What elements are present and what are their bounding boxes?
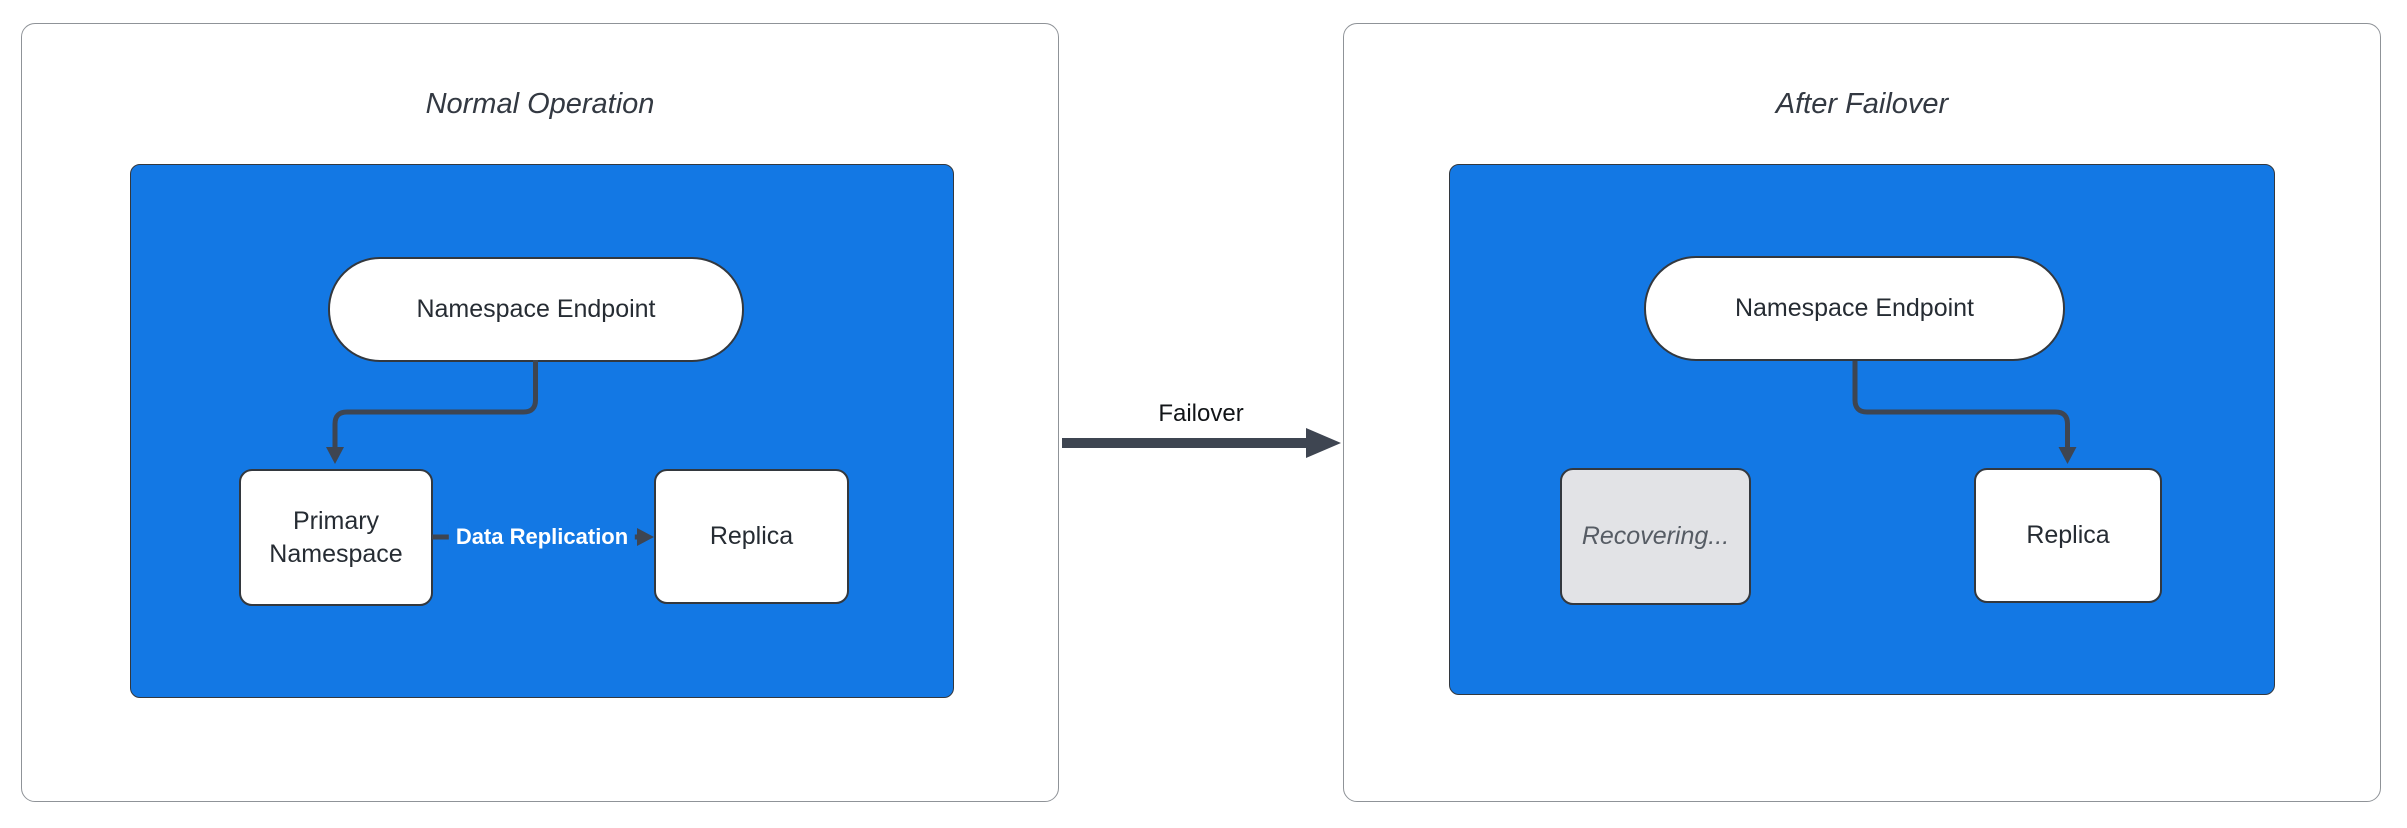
node-replica-label: Replica — [2026, 521, 2110, 549]
node-replica: Replica — [654, 469, 849, 604]
node-namespace-endpoint-label: Namespace Endpoint — [1734, 294, 1975, 322]
node-primary-namespace: Primary Namespace — [239, 469, 433, 606]
node-namespace-endpoint: Namespace Endpoint — [1644, 256, 2065, 361]
node-namespace-endpoint: Namespace Endpoint — [328, 257, 744, 362]
node-primary-namespace-label: Primary Namespace — [269, 506, 403, 568]
panel-after-failover: After Failover Namespace Endpoint Recove… — [1343, 23, 2381, 802]
cluster-normal: Namespace Endpoint Primary Namespace Rep… — [130, 164, 954, 698]
panel-title-normal-operation: Normal Operation — [425, 88, 655, 120]
node-replica: Replica — [1974, 468, 2162, 603]
edge-label-failover: Failover — [1154, 400, 1248, 428]
node-recovering: Recovering... — [1560, 468, 1751, 605]
panel-normal-operation: Normal Operation Namespace Endpoint Prim… — [21, 23, 1059, 802]
panel-title-after-failover: After Failover — [1775, 88, 1949, 120]
edge-failover — [1062, 428, 1341, 458]
node-namespace-endpoint-label: Namespace Endpoint — [416, 295, 656, 323]
arrowhead-right-icon — [1306, 428, 1341, 458]
node-replica-label: Replica — [709, 522, 794, 550]
cluster-failover: Namespace Endpoint Recovering... Replica — [1449, 164, 2275, 695]
edge-label-data-replication: Data Replication — [448, 521, 636, 553]
node-recovering-label: Recovering... — [1581, 522, 1730, 550]
